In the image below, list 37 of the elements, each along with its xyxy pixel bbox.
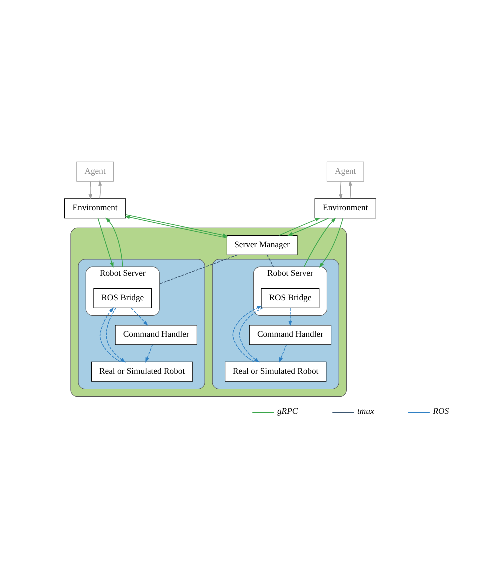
arrow xyxy=(288,307,292,326)
cluster xyxy=(78,258,206,389)
connector xyxy=(159,254,238,284)
legend-label: tmux xyxy=(358,406,374,416)
arrow xyxy=(106,307,126,362)
arrow xyxy=(232,305,262,362)
node-box: Environment xyxy=(314,198,376,218)
node-box: ROS Bridge xyxy=(94,288,152,308)
arrow xyxy=(304,217,336,267)
node-box: Server Manager xyxy=(226,234,298,255)
arrow xyxy=(131,307,148,326)
node-box: ROS Bridge xyxy=(261,288,320,308)
node-box: Environment xyxy=(64,198,126,218)
node-box: Command Handler xyxy=(249,324,332,345)
cluster xyxy=(70,227,347,397)
arrow xyxy=(348,180,353,199)
legend-label: gRPC xyxy=(277,406,298,416)
arrow xyxy=(146,344,154,363)
node-box: Command Handler xyxy=(115,324,198,345)
arrow xyxy=(98,180,102,199)
node-box: Real or Simulated Robot xyxy=(92,361,194,382)
arrow xyxy=(339,180,343,200)
node-box: Agent xyxy=(326,161,364,182)
connector xyxy=(267,254,274,267)
arrow xyxy=(279,218,321,236)
arrow xyxy=(106,217,124,267)
arrow xyxy=(319,218,344,268)
arrow xyxy=(100,306,122,362)
legend-label: ROS xyxy=(433,406,450,416)
node-box: Agent xyxy=(76,161,114,182)
arrow xyxy=(279,344,288,363)
node-box: Real or Simulated Robot xyxy=(225,361,327,382)
cluster xyxy=(212,258,340,389)
arrow xyxy=(288,218,330,236)
arrow xyxy=(88,180,92,200)
arrow xyxy=(239,307,264,362)
arrow xyxy=(98,218,114,268)
